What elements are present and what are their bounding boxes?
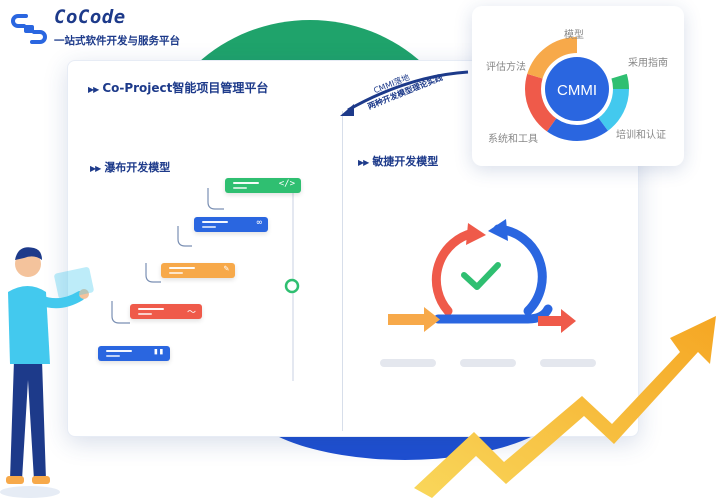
edit-icon: ✎ [223,264,229,274]
agile-title-row: ▶▶敏捷开发模型 [358,153,438,169]
person-illustration [0,247,94,498]
board-title: Co-Project智能项目管理平台 [102,81,269,95]
waterfall-title: 瀑布开发模型 [104,161,171,174]
play-arrows-icon: ▶▶ [90,164,101,173]
waterfall-connectors [111,181,300,381]
waterfall-stage-1: </> [225,178,301,193]
agile-title: 敏捷开发模型 [372,155,439,168]
board-title-row: ▶▶Co-Project智能项目管理平台 [88,79,268,96]
placeholder-bar [460,359,516,367]
brand-name: CoCode [54,6,126,28]
waterfall-stage-4: 〜 [130,304,202,319]
brand-tagline: 一站式软件开发与服务平台 [54,35,180,47]
checkmark-icon [461,262,501,290]
waterfall-stage-3: ✎ [161,263,235,278]
cmmi-bubble-arrow [340,70,469,116]
cmmi-center-label: CMMI [557,82,597,99]
cmmi-label-model: 模型 [564,30,584,41]
infinity-icon: ∞ [256,218,262,228]
growth-arrow-icon [414,316,716,498]
cmmi-label-tools: 系统和工具 [488,134,538,145]
code-icon: </> [278,179,295,189]
cmmi-label-assessment: 评估方法 [486,62,526,73]
placeholder-bar [380,359,436,367]
cocode-logo-icon [10,10,48,48]
waterfall-stage-5: ▮▮ [98,346,170,361]
play-arrows-icon: ▶▶ [88,85,99,94]
waterfall-title-row: ▶▶瀑布开发模型 [90,159,170,175]
cmmi-label-training: 培训和认证 [616,130,666,141]
project-board: ▶▶Co-Project智能项目管理平台 ▶▶瀑布开发模型 </> ∞ ✎ 〜 … [67,60,639,437]
agile-cycle-diagram [388,219,576,333]
placeholder-bar [540,359,596,367]
trend-icon: 〜 [186,308,196,318]
board-divider [342,111,343,431]
bar-chart-icon: ▮▮ [153,347,164,357]
waterfall-stage-2: ∞ [194,217,268,232]
cmmi-donut: CMMI [525,37,629,141]
play-arrows-icon: ▶▶ [358,158,369,167]
cmmi-label-guide: 采用指南 [628,58,668,69]
cmmi-card: CMMI 模型 采用指南 培训和认证 系统和工具 评估方法 [472,6,684,166]
